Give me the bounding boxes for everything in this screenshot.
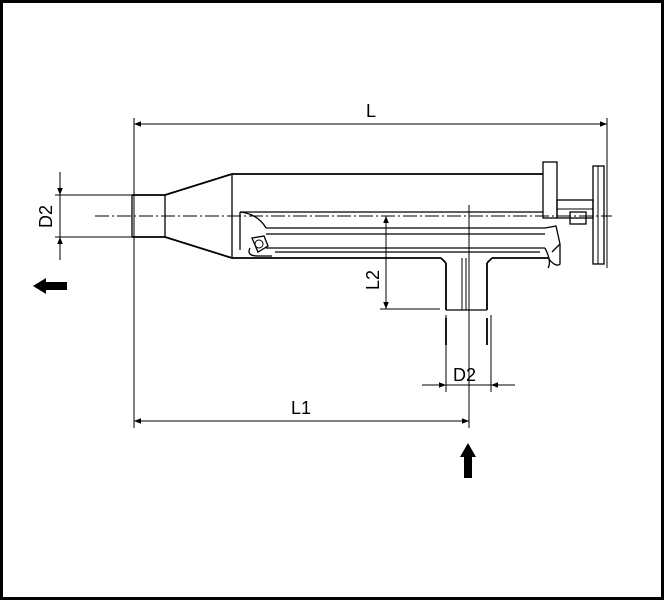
dimension-label-l2: L2 [363,270,383,290]
dimension-label-l: L [366,101,376,121]
arrow-up-icon [460,443,476,478]
dimension-d2-bottom: D2 [422,365,515,388]
dimension-l: L [134,101,607,127]
dimension-d2-left: D2 [36,172,63,260]
arrow-left-icon [33,278,67,294]
dimension-label-d2-left: D2 [36,205,56,228]
dimension-l1: L1 [134,398,469,424]
dimension-l2: L2 [363,216,389,309]
extension-lines [55,118,608,428]
center-lines [95,205,612,320]
end-flange [542,161,605,265]
strainer-body [95,173,561,345]
technical-drawing: L L1 L2 D2 D2 [33,101,612,478]
dimension-label-l1: L1 [291,398,311,418]
dimension-label-d2-bottom: D2 [453,365,476,385]
